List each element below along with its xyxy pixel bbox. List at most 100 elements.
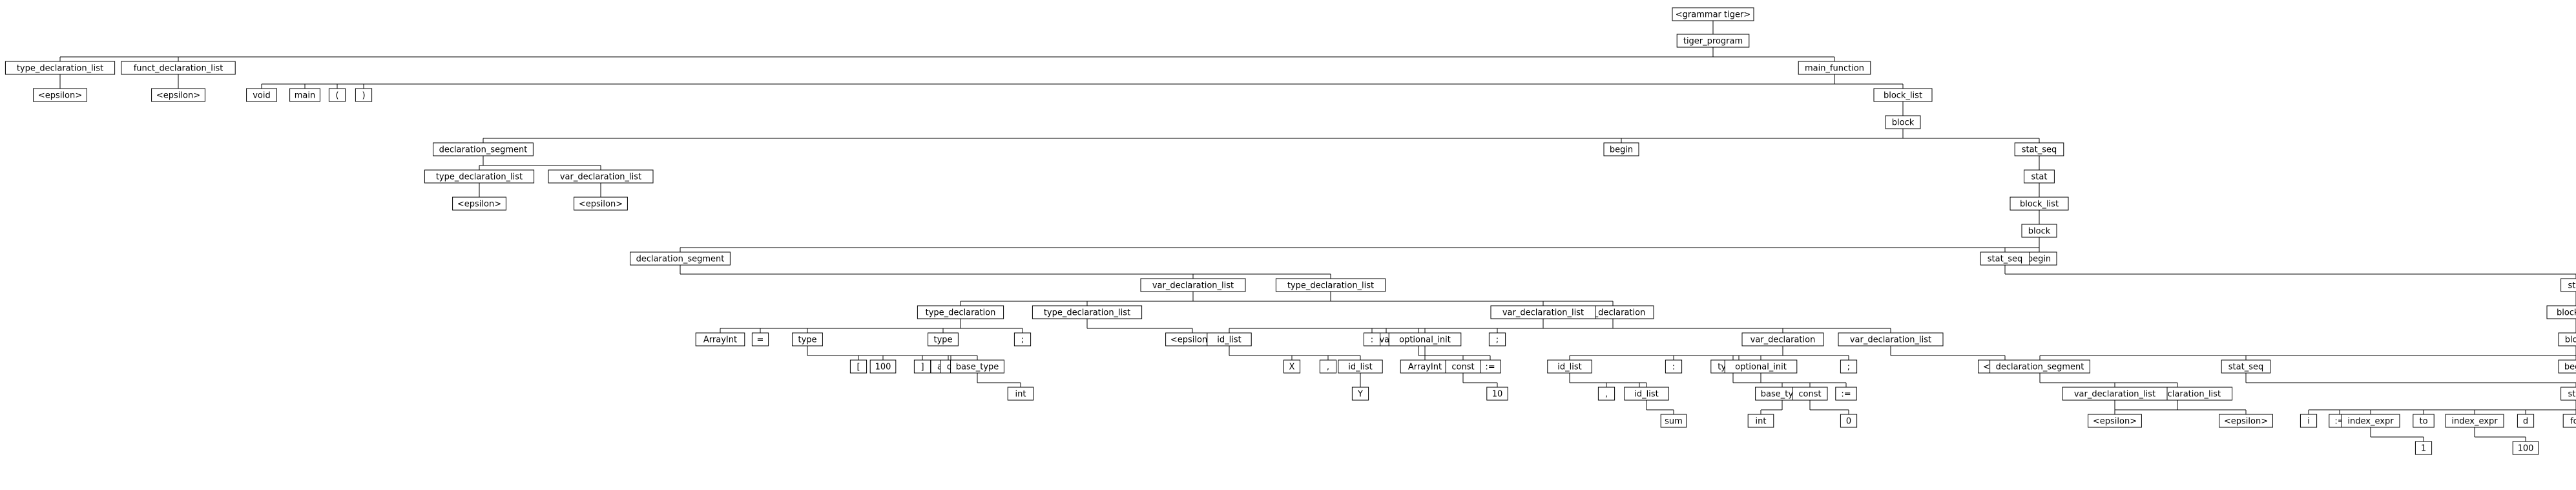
node-box <box>246 88 277 102</box>
node-box <box>355 88 373 102</box>
node-label: i <box>2307 417 2310 427</box>
node-label: begin <box>2028 255 2051 264</box>
node-label: stat <box>2568 281 2576 291</box>
node-label: := <box>1485 363 1495 372</box>
node-box <box>630 251 731 266</box>
node-label: const <box>1451 363 1474 372</box>
node-box <box>289 88 320 102</box>
tree-node-y: Y <box>1351 387 1369 401</box>
node-box <box>792 332 823 346</box>
node-box <box>1603 142 1639 156</box>
node-label: main <box>295 91 315 101</box>
node-label: block_list <box>2557 308 2576 318</box>
node-label: stat_seq <box>1988 255 2022 264</box>
tree-node-x: X <box>1283 359 1301 374</box>
node-box <box>913 359 931 374</box>
tree-node-declaration-segment: declaration_segment <box>630 251 731 266</box>
tree-node-id-list: id_list <box>1338 359 1383 374</box>
tree-node-block-list: block_list <box>2010 197 2069 211</box>
tree-node-var-declaration-list: var_declaration_list <box>2062 387 2168 401</box>
tree-node-stat: stat <box>2024 169 2055 184</box>
node-box <box>1724 359 1798 374</box>
node-box <box>1275 278 1386 292</box>
node-label: base_type <box>956 363 999 372</box>
node-label: id_list <box>1348 363 1372 372</box>
node-box <box>1283 359 1301 374</box>
tree-node-var-declaration: var_declaration <box>1741 332 1824 346</box>
node-label: void <box>253 91 271 101</box>
node-label: block <box>2028 227 2051 237</box>
node-box <box>2560 387 2576 401</box>
node-box <box>328 88 346 102</box>
node-label: stat_seq <box>2228 363 2263 372</box>
node-box <box>2062 387 2168 401</box>
tree-node-index-expr: index_expr <box>2341 414 2400 428</box>
node-box <box>1798 61 1871 75</box>
node-box <box>1665 359 1683 374</box>
tree-node-block-list: block_list <box>1873 88 1933 102</box>
tree-node-main: main <box>289 88 320 102</box>
tree-node-type: type <box>928 332 959 346</box>
node-label: = <box>757 336 764 345</box>
node-box <box>33 88 87 102</box>
node-label: ; <box>1021 336 1024 345</box>
node-label: <epsilon> <box>156 91 200 101</box>
tree-node-10: 10 <box>1486 387 1508 401</box>
node-label: <epsilon> <box>2093 417 2137 427</box>
node-box <box>2415 441 2433 455</box>
tree-node-symbol: ; <box>1840 359 1858 374</box>
node-label: to <box>2419 417 2427 427</box>
node-label: : <box>1371 336 1373 345</box>
tree-node-epsilon: <epsilon> <box>452 197 506 211</box>
node-label: type_declaration_list <box>436 173 523 182</box>
tree-node-stat: stat <box>2560 387 2576 401</box>
tree-node-epsilon: <epsilon> <box>2219 414 2273 428</box>
tree-node-block-list: block_list <box>2546 305 2576 319</box>
node-label: 0 <box>1846 417 1851 427</box>
node-label: type_declaration_list <box>1287 281 1374 291</box>
node-box <box>1747 414 1774 428</box>
tree-node-epsilon: <epsilon> <box>1165 332 1220 346</box>
tree-node-d: d <box>2517 414 2535 428</box>
node-box <box>2021 224 2057 238</box>
node-label: block <box>1892 118 1915 128</box>
node-label: var_declaration <box>1581 308 1646 318</box>
node-box <box>1672 7 1754 21</box>
node-label: var_declaration <box>1750 336 1816 345</box>
node-label: type_declaration_list <box>1044 308 1130 318</box>
node-label: const <box>1798 390 1821 399</box>
tree-node-symbol: ) <box>355 88 373 102</box>
node-box <box>1388 332 1462 346</box>
node-box <box>548 169 654 184</box>
node-box <box>1840 414 1858 428</box>
tree-node-void: void <box>246 88 277 102</box>
tree-node-id-list: id_list <box>1624 387 1669 401</box>
tree-node-epsilon: <epsilon> <box>33 88 87 102</box>
node-box <box>1624 387 1669 401</box>
node-label: block_list <box>2020 200 2059 209</box>
tree-node-for: for <box>2562 414 2576 428</box>
tree-node-type-declaration-list: type_declaration_list <box>5 61 116 75</box>
node-box <box>1351 387 1369 401</box>
tree-node-0: 0 <box>1840 414 1858 428</box>
node-box <box>2219 414 2273 428</box>
tree-node-base-type: base_type <box>950 359 1004 374</box>
node-box <box>1792 387 1828 401</box>
tree-node-id-list: id_list <box>1207 332 1252 346</box>
tree-node-declaration-segment: declaration_segment <box>433 142 534 156</box>
tree-node-var-declaration-list: var_declaration_list <box>1490 305 1596 319</box>
tree-node-i: i <box>2300 414 2318 428</box>
node-label: block <box>2565 336 2576 345</box>
node-label: X <box>1289 363 1295 372</box>
tree-node-begin: begin <box>2558 359 2576 374</box>
tree-node-block: block <box>2558 332 2576 346</box>
tree-nodes: <grammar tiger>tiger_programtype_declara… <box>5 7 2576 455</box>
tree-node-type-declaration: type_declaration <box>917 305 1004 319</box>
node-label: optional_init <box>1735 363 1787 372</box>
node-box <box>121 61 236 75</box>
node-label: declaration_segment <box>439 145 528 155</box>
node-label: stat <box>2031 173 2048 182</box>
node-box <box>2341 414 2400 428</box>
node-box <box>151 88 205 102</box>
